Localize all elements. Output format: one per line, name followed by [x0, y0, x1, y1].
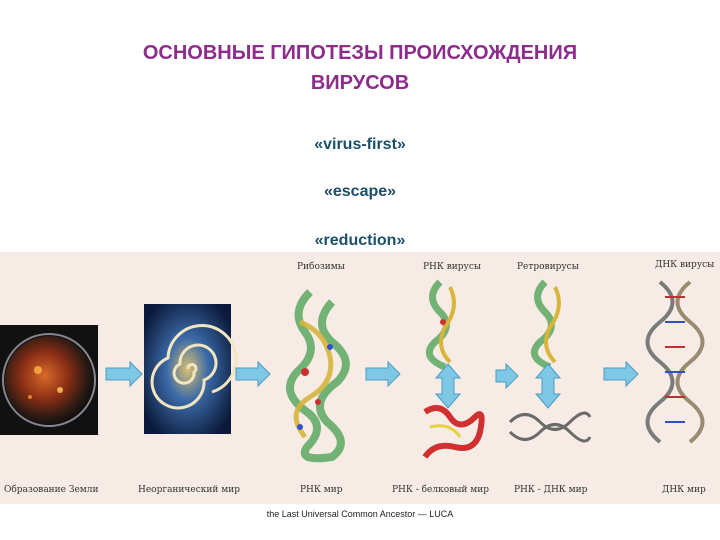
label-rna-dna-world: РНК - ДНК мир [514, 485, 588, 495]
label-retroviruses: Ретровирусы [517, 262, 579, 272]
arrow-right-5 [603, 360, 639, 388]
evolution-diagram-graphics [0, 279, 705, 463]
label-dna-viruses: ДНК вирусы [655, 260, 715, 270]
label-ribozymes: Рибозимы [297, 262, 345, 272]
dna-helix-short-icon [508, 411, 592, 443]
arrow-updown-2 [534, 363, 562, 409]
evolution-diagram: Рибозимы РНК вирусы Ретровирусы ДНК виру… [0, 252, 720, 504]
label-earth-formation: Образование Земли [4, 485, 99, 495]
dna-helix-icon [645, 280, 705, 444]
arrow-right-2 [235, 360, 271, 388]
label-rna-viruses: РНК вирусы [423, 262, 482, 272]
arrow-right-3 [365, 360, 401, 388]
title-line-1: ОСНОВНЫЕ ГИПОТЕЗЫ ПРОИСХОЖДЕНИЯ [142, 42, 578, 64]
hypothesis-virus-first: «virus-first» [314, 136, 406, 153]
hypothesis-reduction: «reduction» [314, 232, 406, 249]
label-rna-world: РНК мир [300, 485, 343, 495]
spiral-galaxy-icon [144, 304, 238, 434]
arrow-updown-1 [434, 363, 462, 409]
page-title: ОСНОВНЫЕ ГИПОТЕЗЫ ПРОИСХОЖДЕНИЯ ВИРУСОВ [0, 38, 720, 98]
footer-caption: the Last Universal Common Ancestor — LUC… [266, 509, 454, 519]
label-rna-protein-world: РНК - белковый мир [392, 485, 489, 495]
title-line-2: ВИРУСОВ [310, 72, 410, 94]
arrow-right-1 [105, 360, 143, 388]
label-inorganic-world: Неорганический мир [138, 485, 240, 495]
rna-virus-molecule-icon [425, 279, 456, 371]
retrovirus-molecule-icon [530, 279, 561, 371]
planet-formation-icon [0, 325, 98, 435]
label-dna-world: ДНК мир [662, 485, 706, 495]
arrow-right-4 [495, 362, 519, 390]
rna-molecule-icon [285, 289, 350, 463]
hypothesis-escape: «escape» [323, 183, 397, 200]
protein-molecule-icon [422, 405, 485, 459]
